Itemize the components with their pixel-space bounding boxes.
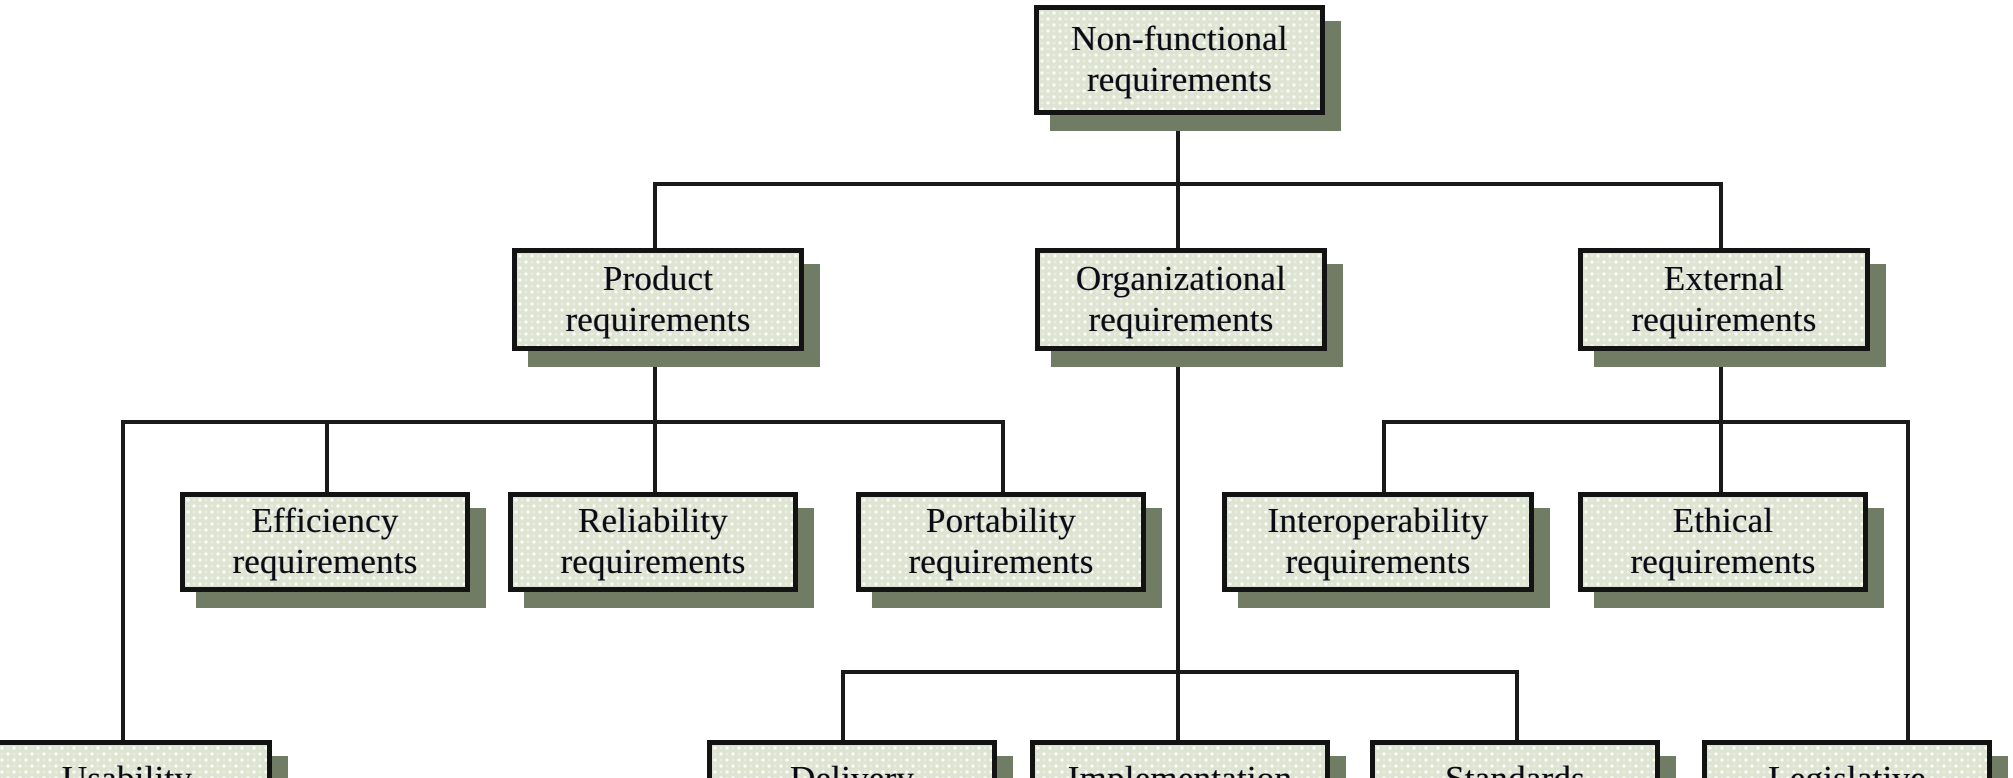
node-label-box: Standards [1370, 740, 1660, 778]
node-reliability-requirements[interactable]: Reliability requirements [508, 492, 814, 608]
node-non-functional-requirements[interactable]: Non-functional requirements [1034, 5, 1341, 131]
node-label-box: Product requirements [512, 248, 804, 351]
edge-bus-to-organizational [1176, 182, 1180, 252]
node-label-line2: requirements [560, 542, 746, 581]
edge-external-down [1719, 340, 1723, 424]
edge-product-bus-to-usability [121, 420, 125, 740]
node-label-box: Delivery [707, 740, 997, 778]
edge-organizational-bus-to-delivery [841, 670, 845, 745]
node-delivery[interactable]: Delivery [707, 740, 1013, 778]
edge-organizational-bus [841, 670, 1519, 674]
node-label-line2: requirements [232, 542, 418, 581]
node-label-box: Implementation [1030, 740, 1330, 778]
edge-product-bus-to-portability [1001, 420, 1005, 495]
node-label-line1: Interoperability [1267, 501, 1489, 541]
node-label-line1: Ethical [1672, 501, 1774, 541]
node-label-line2: requirements [1088, 299, 1274, 339]
node-label-line1: Legislative [1768, 759, 1926, 778]
node-label-line1: Implementation [1068, 759, 1292, 778]
node-label-line1: Reliability [578, 501, 728, 541]
node-organizational-requirements[interactable]: Organizational requirements [1035, 248, 1343, 367]
node-ethical-requirements[interactable]: Ethical requirements [1578, 492, 1884, 608]
edge-level2-bus [653, 182, 1723, 186]
node-label-box: Portability requirements [856, 492, 1146, 592]
node-label-line1: Organizational [1075, 258, 1287, 298]
node-label-box: Ethical requirements [1578, 492, 1868, 592]
edge-product-down [653, 340, 657, 424]
node-label-box: Interoperability requirements [1222, 492, 1534, 592]
node-efficiency-requirements[interactable]: Efficiency requirements [180, 492, 486, 608]
node-label-box: Non-functional requirements [1034, 5, 1325, 115]
node-label-line1: Usability [62, 759, 192, 778]
node-interoperability-requirements[interactable]: Interoperability requirements [1222, 492, 1550, 608]
node-standards[interactable]: Standards [1370, 740, 1676, 778]
edge-product-bus [121, 420, 1005, 424]
node-label-box: Efficiency requirements [180, 492, 470, 592]
edge-product-bus-to-efficiency [325, 420, 329, 495]
node-label-box: Reliability requirements [508, 492, 798, 592]
node-label-line1: External [1663, 258, 1785, 298]
edge-root-down [1176, 96, 1180, 186]
edge-external-bus-to-interoperability [1382, 420, 1386, 495]
edge-external-bus-to-legislative [1906, 420, 1910, 740]
edge-organizational-bus-to-standards [1515, 670, 1519, 745]
node-legislative[interactable]: Legislative [1702, 740, 2008, 778]
node-label-line2: requirements [1285, 542, 1471, 581]
edge-organizational-bus-to-implementation [1176, 670, 1180, 745]
node-label-line2: requirements [908, 542, 1094, 581]
node-label-line2: requirements [1086, 60, 1273, 99]
edge-bus-to-product [653, 182, 657, 252]
node-label-box: Legislative [1702, 740, 1992, 778]
node-label-line1: Efficiency [251, 501, 399, 541]
node-external-requirements[interactable]: External requirements [1578, 248, 1886, 367]
node-label-line1: Non-functional [1071, 19, 1288, 59]
node-label-box: External requirements [1578, 248, 1870, 351]
node-label-line1: Delivery [790, 759, 914, 778]
node-product-requirements[interactable]: Product requirements [512, 248, 820, 367]
edge-external-bus-to-ethical [1719, 420, 1723, 495]
node-implementation[interactable]: Implementation [1030, 740, 1346, 778]
edge-organizational-down [1176, 340, 1180, 674]
node-label-box: Organizational requirements [1035, 248, 1327, 351]
edge-external-bus [1382, 420, 1910, 424]
node-label-line1: Standards [1445, 759, 1585, 778]
node-label-line2: requirements [565, 299, 751, 339]
node-portability-requirements[interactable]: Portability requirements [856, 492, 1162, 608]
edge-product-bus-to-reliability [653, 420, 657, 495]
node-label-box: Usability [0, 740, 272, 778]
edge-bus-to-external [1719, 182, 1723, 252]
node-label-line1: Product [602, 258, 714, 298]
node-label-line2: requirements [1630, 542, 1816, 581]
node-usability[interactable]: Usability [0, 740, 288, 778]
node-label-line2: requirements [1631, 299, 1817, 339]
node-label-line1: Portability [926, 501, 1076, 541]
